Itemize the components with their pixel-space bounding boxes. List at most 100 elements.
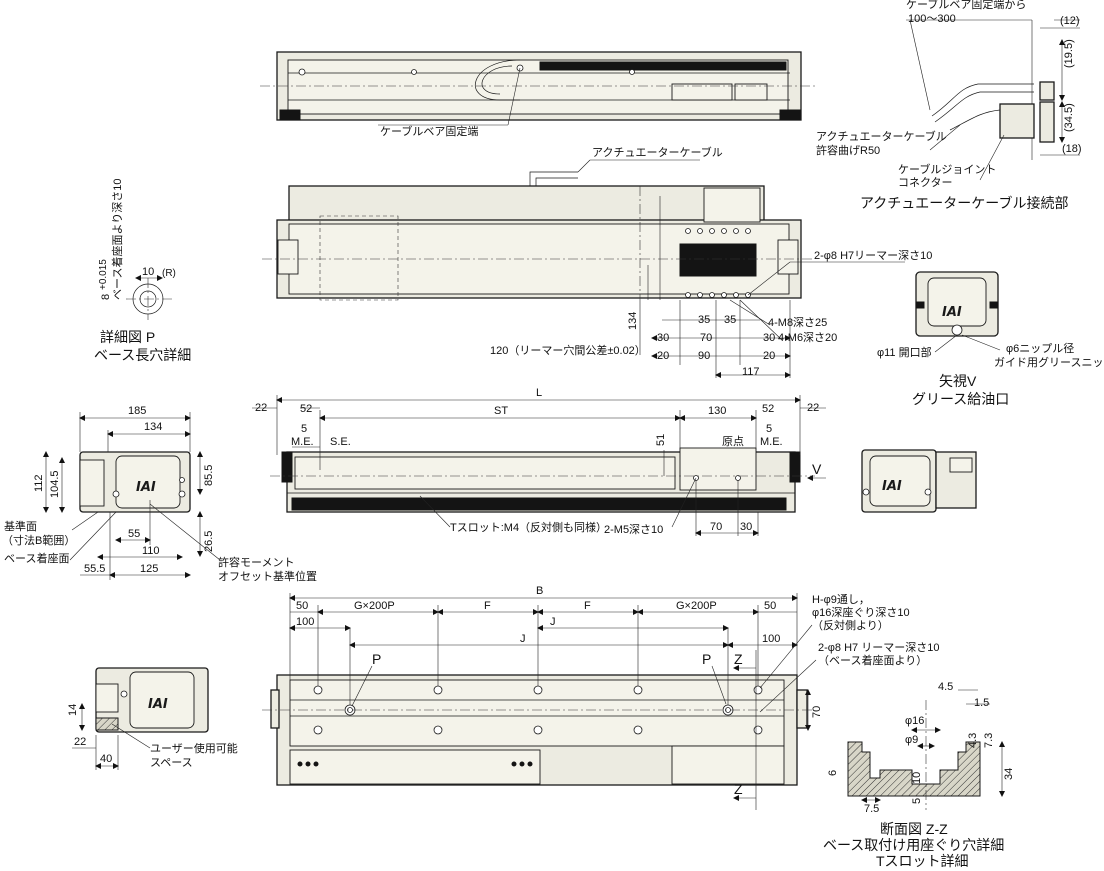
dim-5s: 5	[911, 798, 923, 804]
user-space-label-2: スペース	[150, 757, 193, 769]
dim-G1: G×200P	[354, 600, 395, 612]
m6-label: 4-M6深さ20	[778, 331, 837, 344]
joint-label-1: ケーブルジョイント	[898, 162, 996, 176]
dim-G2: G×200P	[676, 600, 717, 612]
dim-12: (12)	[1060, 15, 1080, 27]
dim-43: 4.3	[967, 733, 979, 748]
dim-100b: 100	[762, 633, 780, 645]
dim-30b: 30	[763, 332, 775, 344]
detail-p-tol: 8	[100, 294, 112, 300]
dim-14: 14	[67, 704, 79, 716]
base-seat-label: ベース着座面	[4, 551, 69, 565]
dim-6: 6	[827, 770, 839, 776]
p-mark-left: P	[372, 651, 381, 667]
dim-20a: 20	[657, 350, 669, 362]
reamer2-label-1: 2-φ8 H7 リーマー深さ10	[818, 641, 939, 654]
dim-22b: 22	[807, 402, 819, 414]
h-hole-label-1: H-φ9通し，	[812, 593, 870, 606]
dim-phi9: φ9	[905, 734, 918, 746]
detail-p-subtitle: ベース長穴詳細	[94, 347, 191, 363]
section-subtitle: ベース取付け用座ぐり穴詳細	[823, 837, 1004, 853]
grease-opening-label: φ11 開口部	[877, 345, 932, 359]
tslot-label: Tスロット:M4（反対側も同様）	[450, 520, 607, 534]
actuator-cable-label: アクチュエーターケーブル	[592, 145, 723, 159]
dim-70: 70	[700, 332, 712, 344]
z-mark-top: Z	[734, 651, 743, 667]
dim-5a: 5	[301, 423, 307, 435]
dim-15: 1.5	[974, 697, 989, 709]
m5-label: 2-M5深さ10	[604, 523, 663, 536]
dim-ST: ST	[494, 405, 508, 417]
dim-51: 51	[655, 434, 667, 446]
detail-p: 10 (R) ベース着座面より深さ10 8 +0.015 詳細図 P ベース長穴…	[94, 179, 191, 363]
joint-label-2: コネクター	[898, 176, 953, 189]
dim-40: 40	[100, 753, 112, 765]
dim-52b: 52	[762, 403, 774, 415]
detail-p-r: (R)	[162, 268, 176, 279]
detail-p-title: 詳細図 P	[100, 329, 155, 345]
bottom-view: B 50 G×200P F F G×200P 50 100 J J 100 P …	[262, 585, 939, 810]
dim-phi16: φ16	[905, 715, 924, 727]
p-mark-right: P	[702, 651, 711, 667]
dim-B: B	[536, 585, 543, 597]
reamer2-label-2: （ベース着座面より）	[818, 653, 927, 667]
cable-fixed-end-label: ケーブルベア固定端	[380, 124, 478, 138]
dim-185: 185	[128, 405, 146, 417]
dim-855: 85.5	[203, 465, 215, 486]
reamer-pitch-label: 120（リーマー穴間公差±0.02）	[490, 343, 646, 357]
dim-70b: 70	[710, 521, 722, 533]
dim-134v: 134	[627, 312, 639, 330]
detail-p-10: 10	[142, 266, 154, 278]
dim-35a: 35	[698, 314, 710, 326]
cable-connection: (12) (19.5) (34.5) (18) ケーブルベア固定端から 100～…	[816, 0, 1082, 211]
view-v-title: 矢視V	[939, 373, 977, 389]
dim-55: 55	[128, 528, 140, 540]
dim-50a: 50	[296, 600, 308, 612]
dim-34: 34	[1003, 768, 1015, 780]
end-view-right-logo: IAI	[882, 479, 902, 494]
dim-134: 134	[144, 421, 162, 433]
dim-195: (19.5)	[1063, 39, 1075, 68]
nipple-label-1: φ6ニップル径	[1006, 342, 1074, 355]
dim-100a: 100	[296, 616, 314, 628]
user-space-label-1: ユーザー使用可能	[150, 741, 238, 755]
view-v-logo: IAI	[942, 305, 962, 320]
dim-J1: J	[520, 633, 526, 645]
plan-view: アクチュエーターケーブル 2-φ8 H7リーマー深さ10 4-M8深さ25 4-…	[262, 145, 932, 378]
detail-p-vertical: ベース着座面より深さ10	[110, 179, 124, 300]
m8-label: 4-M8深さ25	[768, 316, 827, 329]
end-view-logo: IAI	[136, 480, 156, 495]
dim-22a: 22	[255, 402, 267, 414]
section-title: 断面図 Z-Z	[880, 821, 948, 837]
cable-bend-label-2: 許容曲げR50	[816, 143, 880, 157]
dim-45: 4.5	[938, 681, 953, 693]
dim-5b: 5	[766, 423, 772, 435]
dim-L: L	[536, 387, 542, 399]
me-right: M.E.	[760, 436, 783, 448]
cable-range-label: 100～300	[908, 13, 956, 25]
dim-125: 125	[140, 563, 158, 575]
user-space-view: IAI 14 22 40 ユーザー使用可能 スペース	[67, 667, 238, 770]
dim-73: 7.3	[983, 733, 995, 748]
view-v: IAI φ11 開口部 φ6ニップル径 ガイド用グリースニップル 矢視V グリー…	[877, 271, 1104, 407]
dim-1045: 104.5	[49, 470, 61, 498]
section-zz: φ16 φ9 4.5 1.5 4.3 7.3 34 6 7.5 10 5 断面図…	[823, 681, 1015, 869]
end-view-right: IAI	[861, 449, 977, 513]
moment-label-1: 許容モーメント	[218, 555, 295, 569]
ref-surface-label-1: 基準面	[4, 519, 37, 533]
dim-555: 55.5	[84, 563, 105, 575]
front-view: L 22 22 52 ST 130 52 5 5 M.E. S.E. 原点 M.…	[252, 387, 826, 536]
dim-130: 130	[708, 405, 726, 417]
dim-F1: F	[484, 600, 491, 612]
dim-18: (18)	[1062, 143, 1082, 155]
detail-p-tol-sup: +0.015	[98, 259, 109, 290]
se-label: S.E.	[330, 436, 351, 448]
v-arrow-label: V	[812, 461, 822, 477]
dim-35b: 35	[724, 314, 736, 326]
dim-110: 110	[142, 545, 160, 557]
nipple-label-2: ガイド用グリースニップル	[994, 355, 1104, 369]
moment-label-2: オフセット基準位置	[218, 569, 317, 583]
ref-surface-label-2: （寸法B範囲）	[2, 533, 75, 547]
dim-117: 117	[742, 366, 760, 378]
